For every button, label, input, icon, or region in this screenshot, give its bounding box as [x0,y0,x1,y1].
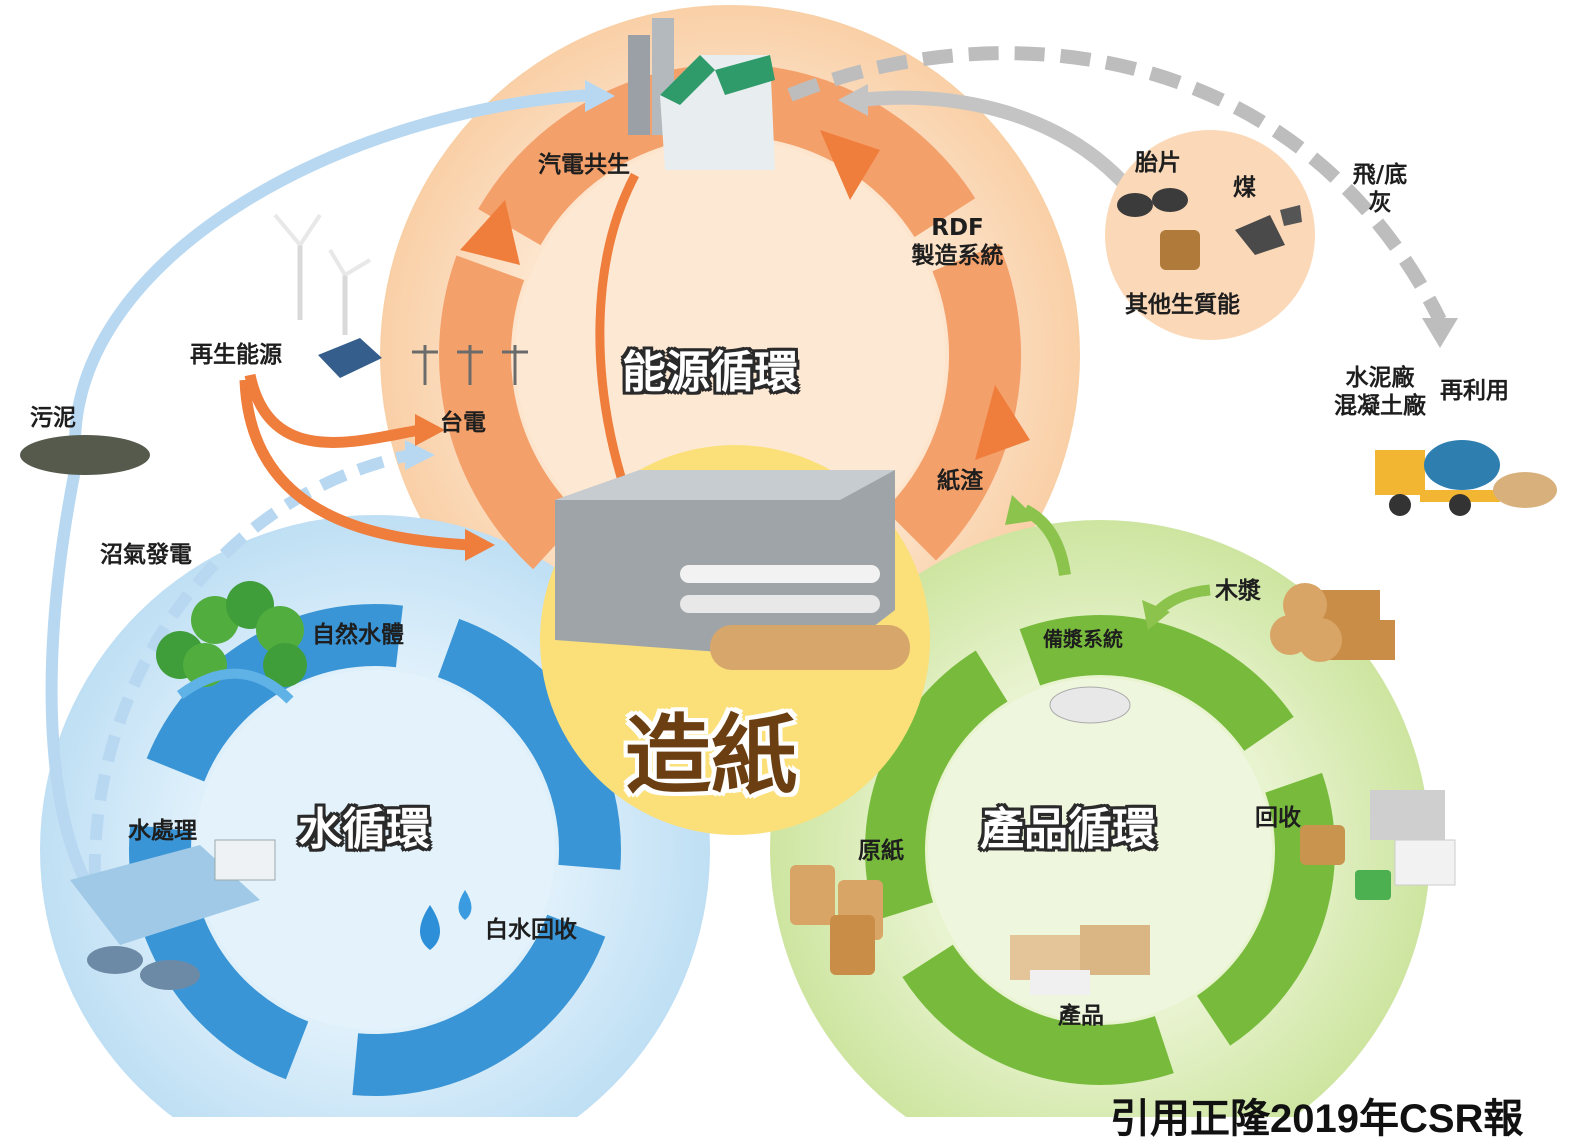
diagram-canvas [20,5,1557,1117]
paper-machine-roof [555,470,895,500]
power-pylon-icon [412,345,528,385]
tire-chip-icon [1117,193,1153,217]
logs-icon [1270,583,1395,662]
energy-ring-arrowhead [975,385,1030,460]
water-treatment-plant-icon [70,845,260,945]
sludge-icon [20,435,150,475]
tire-chips-label: 胎片 [1135,150,1181,176]
fly-ash-label-line1: 飛/底 [1352,162,1408,188]
paper-roll-icon [710,625,910,670]
roller-icon [680,565,880,583]
arrowhead [838,84,868,116]
arrowhead [415,414,445,446]
energy-ring-arrowhead [820,130,880,200]
sludge-label: 污泥 [30,405,76,431]
biogas-label: 沼氣發電 [100,542,192,568]
product-label: 產品 [1058,1003,1104,1029]
recycle-symbol-icon [1355,870,1391,900]
pulp-system-label: 備漿系統 [1043,627,1123,651]
water-drop-icon [420,905,440,950]
turbine-blade [328,248,347,277]
cogen-to-paper-arrow [595,172,639,492]
coal-icon [1280,205,1302,226]
recycled-paper-icon [1370,790,1445,840]
power-plant-roof [660,55,715,105]
arrowhead [1422,318,1458,348]
rdf-label: RDF 製造系統 [900,215,1015,270]
product-ring [865,615,1335,1085]
cement-plant-label-line1: 水泥廠 [1345,365,1415,391]
fly-ash-label: 飛/底 灰 [1340,162,1420,217]
wood-stump-icon [1160,230,1200,270]
fly-ash-dashed-arrow [787,46,1447,324]
source-note: 引用正隆2019年CSR報 [1110,1097,1524,1141]
rdf-label-line1: RDF [931,215,984,241]
sludge-to-cogen-arrow [69,89,591,441]
arrowhead [405,440,435,470]
cement-plant-label: 水泥廠 混凝土廠 [1325,365,1435,420]
white-water-label: 白水回收 [485,917,577,943]
renewable-energy-label: 再生能源 [190,342,282,368]
coal-label: 煤 [1233,175,1256,201]
forest-icon [156,581,307,704]
arrowhead [585,80,615,112]
biogas-dashed-arrow [88,449,412,881]
energy-cycle-title: 能源循環 [622,347,798,398]
pulp-tank-icon [1049,686,1131,724]
tire-chip-icon [1152,188,1188,212]
arrowhead [1005,495,1038,525]
base-paper-label: 原紙 [858,838,904,864]
fuel-bubble [1105,130,1315,340]
roller-icon [680,595,880,613]
renewable-to-paper-arrow [239,379,471,551]
wood-pulp-label: 木漿 [1215,578,1261,604]
natural-water-label: 自然水體 [312,622,404,648]
rdf-label-line2: 製造系統 [911,242,1004,269]
product-boxes-icon [1010,925,1150,995]
paper-residue-label: 紙渣 [937,468,983,494]
paper-rolls-icon [790,865,883,975]
fuel-to-cogen-arrow [859,90,1136,195]
arrowhead [465,529,495,561]
water-ring-inner [195,670,555,1030]
arrowhead [1142,600,1170,630]
cogeneration-label: 汽電共生 [538,152,630,178]
energy-ring-inner [515,140,945,570]
reuse-label: 再利用 [1440,378,1509,404]
water-cycle-title: 水循環 [298,804,430,855]
turbine-blade [298,213,322,247]
cement-plant-label-line2: 混凝土廠 [1334,392,1426,419]
recycle-label: 回收 [1255,805,1301,831]
clarifier-icon [87,946,143,974]
coal-icon [1235,215,1285,255]
sludge-source-line [45,468,91,883]
product-cycle-title: 產品循環 [980,804,1156,855]
chimney-icon [628,35,650,135]
fly-ash-label-line2: 灰 [1368,189,1392,216]
energy-ring-arrowhead [460,200,520,265]
turbine-blade [273,213,302,247]
clarifier-icon [140,960,200,990]
center-title: 造紙 [625,706,797,806]
recycled-paper-icon [1394,839,1456,886]
turbine-blade [343,258,372,277]
cement-truck-icon [1375,440,1557,516]
water-treatment-label: 水處理 [128,818,197,844]
water-ring [129,604,621,1096]
paper-cup-icon [1300,825,1345,865]
biomass-label: 其他生質能 [1125,292,1240,318]
solar-panel-icon [318,338,382,378]
power-plant-roof [715,55,775,95]
treatment-building-icon [214,839,276,881]
renewable-to-taipower-arrow [244,373,421,448]
water-drop-icon [458,890,472,920]
taipower-label: 台電 [440,410,486,436]
